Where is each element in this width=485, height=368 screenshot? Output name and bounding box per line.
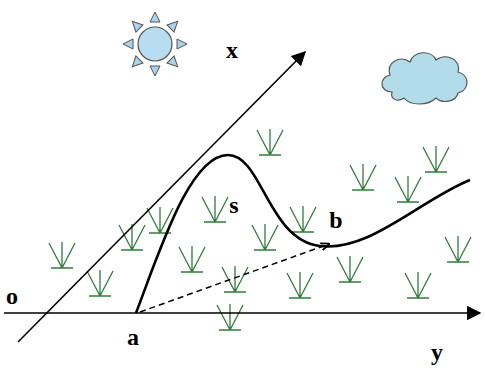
grass <box>202 196 228 222</box>
grass <box>287 272 313 298</box>
path-label: s <box>229 193 238 217</box>
grass-field <box>49 129 471 330</box>
grass <box>257 129 283 155</box>
grass <box>423 146 449 172</box>
grass <box>337 256 363 282</box>
point-label: a <box>127 325 139 349</box>
y-axis <box>4 312 480 314</box>
grass <box>179 246 205 272</box>
axis-label: y <box>431 340 443 364</box>
displacement-arrow <box>140 244 329 312</box>
origin-label: o <box>6 284 18 308</box>
point-label: b <box>329 208 342 232</box>
grass <box>252 224 278 250</box>
grass <box>87 270 113 296</box>
curve <box>136 155 470 313</box>
grass <box>217 304 243 330</box>
grass <box>290 206 316 232</box>
grass <box>222 266 248 292</box>
grass <box>445 236 471 262</box>
grass <box>49 242 75 268</box>
sun <box>123 12 187 76</box>
grass <box>350 164 376 190</box>
grass <box>405 272 431 298</box>
cloud <box>382 53 467 104</box>
grass <box>395 176 421 202</box>
axis-label: x <box>226 38 238 62</box>
x-axis <box>18 52 305 342</box>
